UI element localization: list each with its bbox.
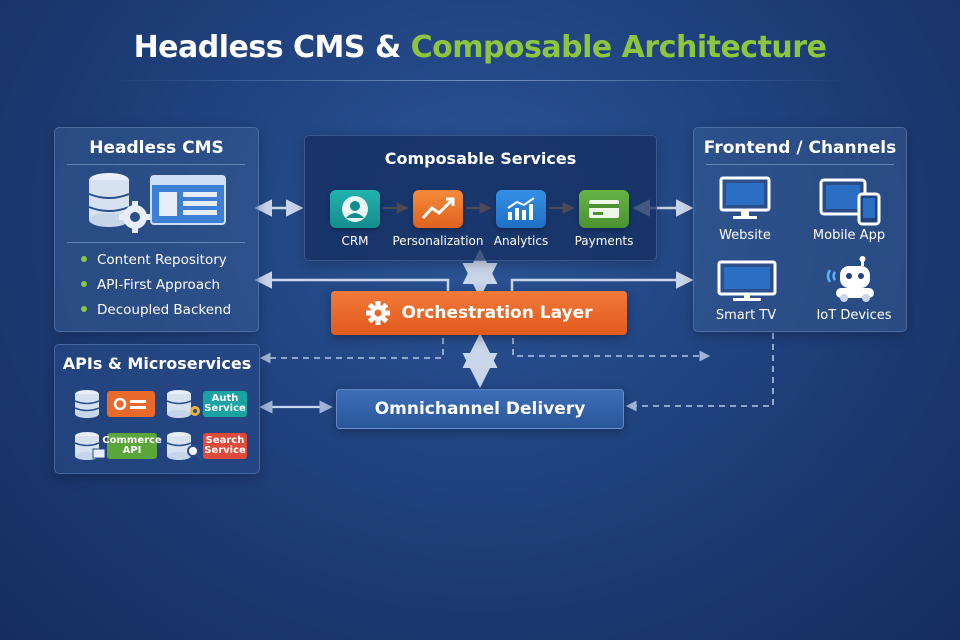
dashed-orchestration-apis [259, 338, 444, 364]
analytics-icon [507, 197, 535, 220]
website-label: Website [719, 228, 771, 243]
database-gear-icon [85, 170, 235, 240]
user-icon [342, 196, 368, 222]
robot-icon [824, 256, 884, 308]
auth-service-chip[interactable]: Auth Service [203, 391, 247, 417]
omnichannel-delivery[interactable]: Omnichannel Delivery [336, 389, 624, 429]
database-search-icon [165, 431, 205, 465]
orchestration-label: Orchestration Layer [401, 303, 593, 323]
gear-icon [366, 301, 391, 325]
auth-service-label: Auth Service [204, 393, 246, 414]
gear-list-icon [113, 397, 146, 411]
arrow-orchestration-cms [254, 271, 450, 292]
monitor-icon [719, 176, 771, 226]
composable-services-panel: Composable Services CRM Personalization … [304, 135, 657, 261]
page-title: Headless CMS & Composable Architecture [0, 30, 960, 65]
search-service-chip[interactable]: Search Service [203, 433, 247, 459]
title-part-1: Headless CMS [133, 30, 366, 65]
dashed-frontend-omnichannel [625, 333, 774, 412]
bullet-item: API-First Approach [81, 273, 231, 298]
credit-card-icon [589, 200, 619, 218]
divider [706, 164, 894, 165]
title-divider [110, 80, 850, 81]
omnichannel-label: Omnichannel Delivery [374, 399, 586, 419]
bullet-item: Decoupled Backend [81, 298, 231, 323]
frontend-channels-title: Frontend / Channels [703, 138, 897, 158]
personalization-label: Personalization [392, 234, 484, 248]
trend-chart-icon [421, 197, 455, 220]
crm-label: CRM [341, 234, 369, 248]
headless-cms-title: Headless CMS [89, 138, 224, 158]
smart-tv-label: Smart TV [715, 308, 777, 323]
iot-devices-label: IoT Devices [816, 308, 892, 323]
commerce-api-chip[interactable]: Commerce API [102, 433, 162, 459]
arrow-orchestration-frontend [510, 271, 694, 292]
title-part-2: Composable Architecture [410, 30, 827, 65]
frontend-channels-panel: Frontend / Channels Website Mobile App S… [693, 127, 907, 332]
commerce-api-label: Commerce API [102, 435, 162, 456]
crm-service-box[interactable] [330, 190, 380, 228]
database-gear-icon [165, 389, 205, 423]
analytics-label: Analytics [493, 234, 549, 248]
divider [67, 164, 245, 165]
dashed-orchestration-frontend [512, 338, 711, 362]
headless-cms-panel: Headless CMS [54, 127, 259, 332]
apis-microservices-panel: APIs & Microservices Auth Service Commer… [54, 344, 260, 474]
personalization-service-box[interactable] [413, 190, 463, 228]
mobile-app-label: Mobile App [812, 228, 886, 243]
database-icon [73, 389, 107, 423]
divider [67, 242, 245, 243]
headless-cms-bullets: Content Repository API-First Approach De… [81, 248, 231, 323]
tablet-phone-icon [819, 176, 883, 230]
payments-service-box[interactable] [579, 190, 629, 228]
payments-label: Payments [574, 234, 634, 248]
config-chip[interactable] [107, 391, 155, 417]
composable-services-title: Composable Services [384, 149, 577, 168]
database-icon [73, 431, 107, 465]
bullet-item: Content Repository [81, 248, 231, 273]
tv-icon [717, 260, 777, 308]
title-ampersand: & [365, 30, 411, 65]
orchestration-layer[interactable]: Orchestration Layer [331, 291, 627, 335]
apis-title: APIs & Microservices [62, 354, 252, 373]
search-service-label: Search Service [204, 435, 246, 456]
analytics-service-box[interactable] [496, 190, 546, 228]
